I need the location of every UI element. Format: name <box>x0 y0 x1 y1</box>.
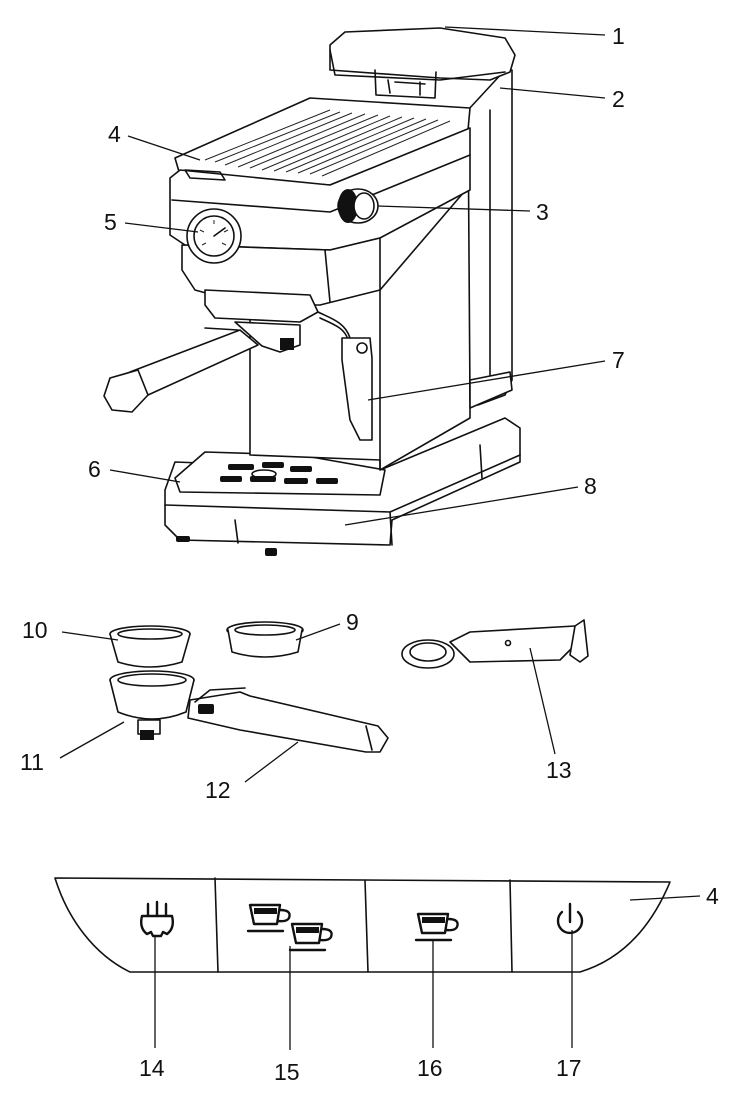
steam-wand <box>317 311 373 441</box>
drip-tray-grid <box>220 462 338 484</box>
callout-8: 8 <box>584 473 597 499</box>
callout-15: 15 <box>274 1059 300 1085</box>
callout-3: 3 <box>536 199 549 225</box>
callout-14: 14 <box>139 1055 165 1081</box>
group-head <box>204 289 319 323</box>
portafilter-installed <box>103 321 301 413</box>
callout-4: 4 <box>108 121 121 147</box>
power-icon <box>556 902 584 935</box>
steam-knob <box>337 188 379 224</box>
callout-16: 16 <box>417 1055 443 1081</box>
control-panel-outline <box>54 877 671 973</box>
control-panel <box>54 877 671 973</box>
espresso-machine <box>103 27 521 556</box>
callout-1: 1 <box>612 23 625 49</box>
tank-lid <box>329 27 516 81</box>
callout-9: 9 <box>346 609 359 635</box>
machine-body <box>249 184 471 471</box>
callout-11: 11 <box>20 749 44 775</box>
steam-icon <box>139 900 175 938</box>
coffee-tamper <box>401 619 589 669</box>
filter-basket-single <box>109 625 191 668</box>
callout-5: 5 <box>104 209 117 235</box>
callout-7: 7 <box>612 347 625 373</box>
callout-numbers: 1 2 3 4 5 6 7 8 9 10 11 12 13 14 15 16 1… <box>20 23 719 1085</box>
filter-basket-double <box>226 621 304 658</box>
callout-2: 2 <box>612 86 625 112</box>
drip-tray <box>174 451 386 496</box>
callout-17: 17 <box>556 1055 582 1081</box>
control-head <box>169 127 471 251</box>
panel-divider <box>364 879 369 973</box>
panel-divider <box>214 877 219 973</box>
callout-10: 10 <box>22 617 48 643</box>
callout-4-panel: 4 <box>706 883 719 909</box>
callout-6: 6 <box>88 456 101 482</box>
cup-warmer-grill <box>204 109 451 177</box>
pressure-gauge <box>186 208 242 264</box>
portafilter <box>109 670 389 753</box>
callout-12: 12 <box>205 777 231 803</box>
callout-13: 13 <box>546 757 572 783</box>
leader-lines <box>59 26 701 1050</box>
double-espresso-icon <box>246 903 333 952</box>
panel-divider <box>509 879 513 973</box>
